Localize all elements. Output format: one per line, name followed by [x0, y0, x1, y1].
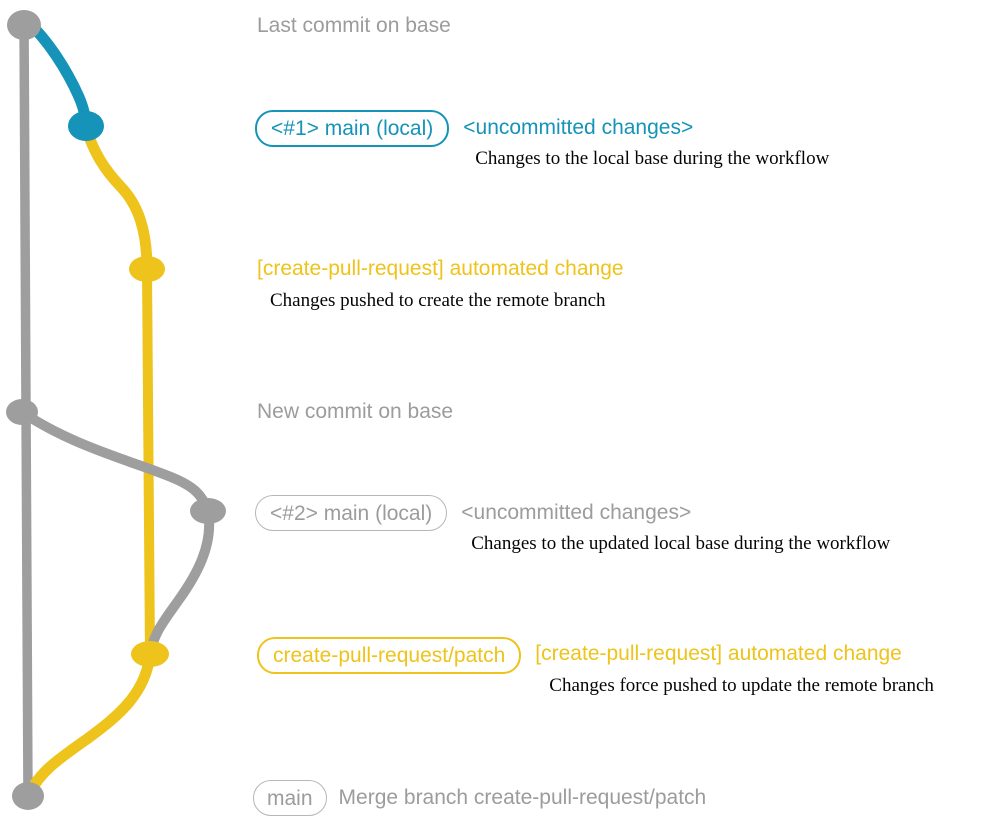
branch-badge-main-local-1: <#1> main (local) — [255, 110, 450, 147]
gray-branch-curve-in — [146, 510, 215, 653]
branch-badge-create-pull-request-patch: create-pull-request/patch — [257, 637, 522, 674]
commit-caption-uncommitted-1: Changes to the local base during the wor… — [475, 148, 830, 169]
automated-change-2-row: create-pull-request/patch [create-pull-r… — [257, 637, 934, 697]
commit-node-automated-change-1 — [129, 256, 165, 282]
commit-title-uncommitted-1: <uncommitted changes> — [463, 116, 694, 139]
commit-caption-automated-1: Changes pushed to create the remote bran… — [270, 290, 606, 311]
commit-caption-uncommitted-2: Changes to the updated local base during… — [471, 533, 891, 554]
commit-title-automated-2: [create-pull-request] automated change — [535, 642, 902, 665]
merge-commit-row: main Merge branch create-pull-request/pa… — [253, 780, 706, 816]
commit-node-new-commit-on-base — [6, 399, 38, 425]
yellow-branch-curve-top — [80, 126, 153, 270]
uncommitted-changes-2-row: <#2> main (local) <uncommitted changes> … — [255, 495, 890, 555]
yellow-branch-vertical — [142, 268, 155, 655]
commit-title-merge: Merge branch create-pull-request/patch — [338, 786, 707, 809]
yellow-merge-curve — [24, 653, 156, 797]
automated-change-1-row: [create-pull-request] automated change C… — [257, 257, 624, 312]
commit-title-automated-1: [create-pull-request] automated change — [257, 257, 624, 280]
branch-badge-main: main — [253, 780, 327, 816]
new-commit-on-base-label: New commit on base — [257, 400, 454, 423]
commit-title-uncommitted-2: <uncommitted changes> — [461, 501, 692, 524]
commit-node-last-commit-on-base — [7, 10, 41, 40]
commit-node-merge-commit — [12, 782, 44, 810]
branch-badge-main-local-2: <#2> main (local) — [255, 495, 448, 531]
gray-branch-curve-out — [19, 407, 213, 513]
commit-node-uncommitted-changes-2 — [190, 498, 226, 524]
commit-node-automated-change-2 — [131, 641, 169, 667]
commit-caption-automated-2: Changes force pushed to update the remot… — [549, 675, 934, 696]
last-commit-on-base-label: Last commit on base — [257, 14, 451, 37]
uncommitted-changes-1-row: <#1> main (local) <uncommitted changes> … — [255, 110, 829, 170]
commit-node-uncommitted-changes-1 — [68, 111, 104, 141]
